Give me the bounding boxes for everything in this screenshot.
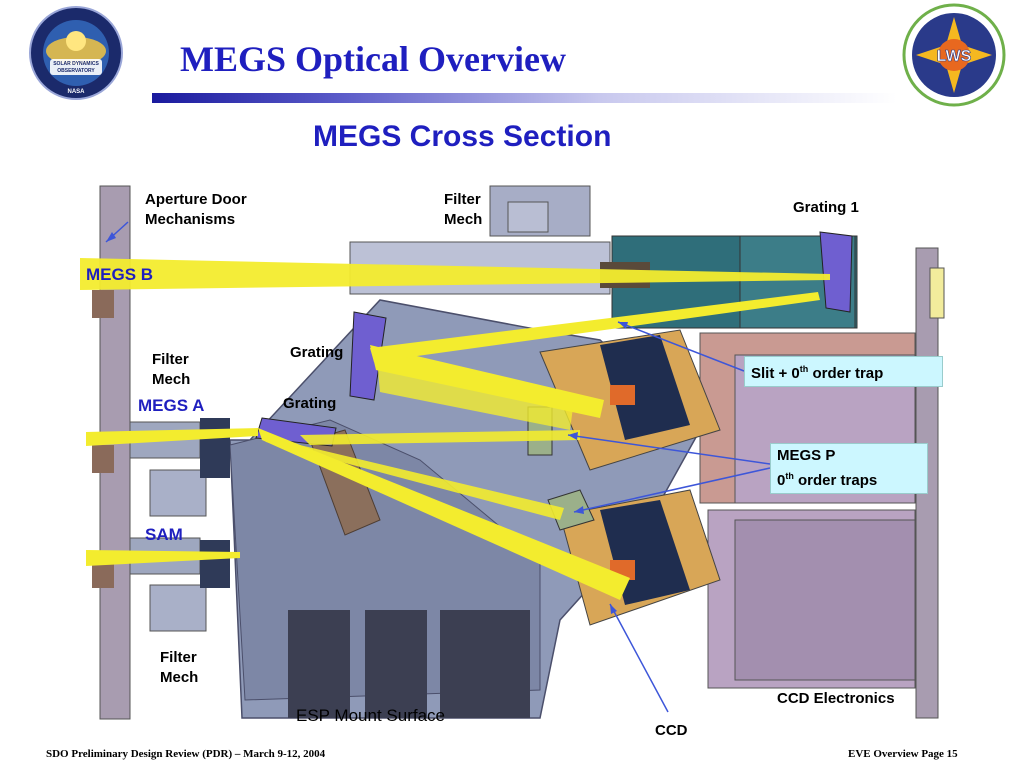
grating-lower-label: Grating [283,395,337,412]
ccd-label: CCD [655,722,688,739]
filter-mech-left-label: Filter Mech [152,351,191,388]
grating-1-label: Grating 1 [793,199,859,216]
ccd-electronics-label: CCD Electronics [777,690,895,707]
filter-mech-top-label: Filter Mech [444,191,483,228]
megs-b-label: MEGS B [86,265,154,284]
diagram-title: MEGS Cross Section [313,120,612,153]
megs-a-label: MEGS A [138,396,205,415]
aperture-door-label: Aperture Door Mechanisms [145,191,247,228]
svg-text:SOLAR DYNAMICS: SOLAR DYNAMICS [53,61,99,67]
lws-logo: LWS [902,3,1006,107]
footer-left: SDO Preliminary Design Review (PDR) – Ma… [46,748,326,760]
megs-p-callout: MEGS P 0th order traps [770,443,928,494]
slit-trap-callout: Slit + 0th order trap [744,356,943,387]
esp-mount-label: ESP Mount Surface [296,706,445,725]
sdo-logo: SOLAR DYNAMICS OBSERVATORY NASA [29,6,123,100]
grating-upper-label: Grating [290,344,344,361]
title-rule [152,93,897,103]
svg-text:LWS: LWS [937,48,972,65]
sam-label: SAM [145,525,183,544]
svg-text:NASA: NASA [67,89,85,95]
filter-mech-bottom-label: Filter Mech [160,649,199,686]
svg-text:OBSERVATORY: OBSERVATORY [57,68,95,74]
page-title: MEGS Optical Overview [180,39,566,79]
footer-page: EVE Overview Page 15 [848,748,958,760]
